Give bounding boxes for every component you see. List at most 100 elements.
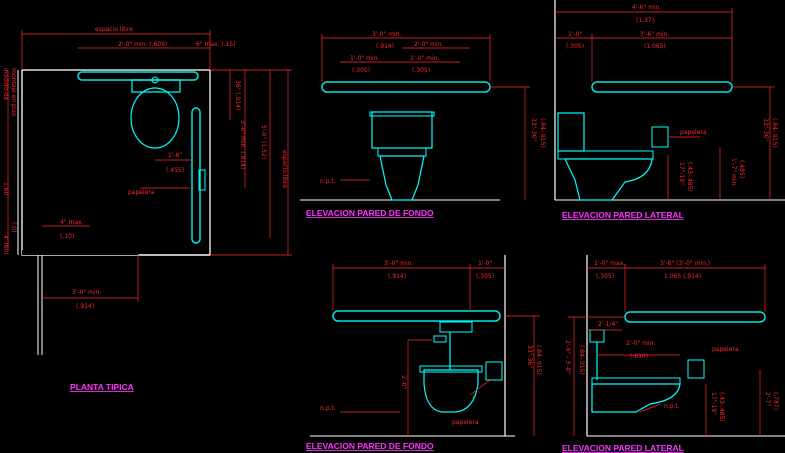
elev1-dim-top-m: (.914) [376,43,394,50]
elev2-dim-seat: 17"-19" [678,162,685,185]
plan-dim-top-b: 6" max. (.15) [196,41,236,48]
plan-dim-center: 1'-6" [168,152,182,159]
elev4-title: ELEVACION PARED LATERAL [562,443,684,453]
elev4-dimensions [568,264,766,436]
elevation-side-wall-1: 4'-6" min. (1.37) 1'-0" (.305) 3'-6" min… [554,0,785,220]
plan-dim-center-m: (.455) [166,167,184,174]
elev4-dim-a-m: (.305) [596,273,614,280]
elev4-dim-a: 1'-0" max. [594,260,625,267]
elev1-dim-c: 2'-0" min. [414,41,443,48]
elev3-npt: n.p.t. [320,405,336,412]
plan-dim-r-outer: 5'-0" (1.52) [260,125,267,159]
elev1-toilet-tank [371,111,433,149]
elev1-grab-bar [321,81,491,93]
elev4-dim-c: 2'-1/4" [598,321,618,328]
elev2-dim-b: 3'-6" min. [640,31,669,38]
plan-dim-bottom-m: (.914) [76,303,94,310]
elev2-dim-top: 4'-6" min. [632,4,661,11]
plan-paper-holder [198,169,206,191]
plan-dim-top-a: 2'-0" min. (.609) [118,41,167,48]
plan-toilet-tank [131,79,181,93]
elev1-dimensions [321,34,530,200]
elev1-dim-top: 3'-0" min. [372,31,401,38]
plan-dim-left: 1.60 [2,182,9,196]
elev1-dim-b-m: (.305) [412,67,430,74]
elev4-dim-seat: 17"-19" [710,392,717,415]
elev3-dim-top: 3'-0" min. [384,260,413,267]
elev3-dim-low: 2'-0" [400,375,407,389]
plan-dim-small: 4" max. [60,219,84,226]
elev2-dim-height-m: (.84-.915) [771,118,778,148]
elev2-papelera: papelera [680,129,707,136]
elev4-seat [591,377,681,385]
plan-dim-left-b: (.0) [10,222,17,232]
elev2-bowl [564,158,653,201]
elev1-title: ELEVACION PARED DE FONDO [306,208,434,218]
elev4-dim-seat-m: (.43-.485) [718,392,725,422]
elev4-dim-d-m: (.610) [630,353,648,360]
plan-title: PLANTA TIPICA [70,382,134,392]
elev2-dim-paper-m: (.485) [738,160,745,178]
plan-dim-r-mid: 3'-0" min. (.914) [239,120,246,169]
elev4-paper-holder [687,359,705,379]
elev2-tank [557,112,585,152]
plan-grab-bar-side [191,107,201,244]
elev2-dim-height: 33"-36" [762,118,769,141]
elev3-dim-height: 33"-36" [526,345,533,368]
plan-dim-r-label: espacio libre [281,150,288,188]
elev1-dim-b: 1'-0" min. [410,55,439,62]
elev2-dim-seat-m: (.43-.485) [686,162,693,192]
elev3-grab-bar [332,310,501,322]
elev4-dim-b: 3'-6" (3'-0" min.) [660,260,710,267]
door-opening [22,250,138,255]
elev1-npt: n.p.t. [320,178,336,185]
elev4-dim-b-m: 1.065 (.914) [664,273,701,280]
elev4-dim-height: 2'-9" - 3'-0" [564,340,571,375]
elev3-handle [433,335,447,343]
plan-left-label-1: inodoro de [2,68,9,100]
elev3-dim-right-m: (.305) [476,273,494,280]
elev2-dimensions [555,8,775,200]
plan-top-label: espacio libre [95,26,133,33]
elev4-dim-right-m: (.787) [772,392,779,410]
elev1-dim-height-m: (.84-.915) [539,118,546,148]
plan-dim-bottom: 3'-0" min. [72,289,101,296]
elev4-dim-height-m: (.84-.915) [578,345,585,375]
elev1-dim-a: 1'-0" min. [350,55,379,62]
elev3-dim-height-m: (.84-.915) [535,345,542,375]
elev3-title: ELEVACION PARED DE FONDO [306,441,434,451]
elev1-tank-lid [369,111,435,117]
elev1-bowl [379,155,425,201]
elev2-dim-a: 1'-0" [568,31,582,38]
elev3-dimensions [332,264,540,436]
elev2-dim-paper: 1'-7" min. [730,158,737,187]
elev4-papelera: papelera [712,346,739,353]
plan-toilet-bowl [130,87,180,149]
plan-dim-left-c: 4' (60) [2,235,9,255]
elev4-grab-bar [624,311,766,323]
elev3-flush-valve [439,321,473,333]
plan-dim-small-m: (.10) [60,233,74,240]
elev2-grab-bar [591,81,733,93]
elevation-back-wall-1: 3'-0" min. (.914) 2'-0" min. 1'-0" min. … [300,31,546,218]
elev1-dim-height: 33"-36" [530,118,537,141]
plan-grab-bar-back [77,71,199,81]
elev3-papelera: papelera [452,419,479,426]
plan-walls [21,69,211,256]
elev3-seat [419,365,483,373]
elev2-title: ELEVACION PARED LATERAL [562,210,684,220]
elev2-dim-b-m: (1.065) [644,43,666,50]
elev4-bowl [591,383,681,413]
plan-dim-r-top: 36" (.914) [234,80,241,110]
elev3-dim-right: 1'-0" [478,260,492,267]
elevation-back-wall-2: 3'-0" min. (.914) 1'-0" (.305) 33"-36" (… [306,255,542,451]
plan-papelera: papelera [128,189,155,196]
elev2-dim-a-m: (.305) [566,43,584,50]
elev1-dim-a-m: (.305) [352,67,370,74]
elev4-dim-right: 2'-7" [764,392,771,406]
plan-view: espacio libre 2'-0" min. (.609) 6" max. … [2,26,292,392]
elev4-dim-d: 2'-0" min. [626,340,655,347]
plan-dimensions [7,30,292,302]
